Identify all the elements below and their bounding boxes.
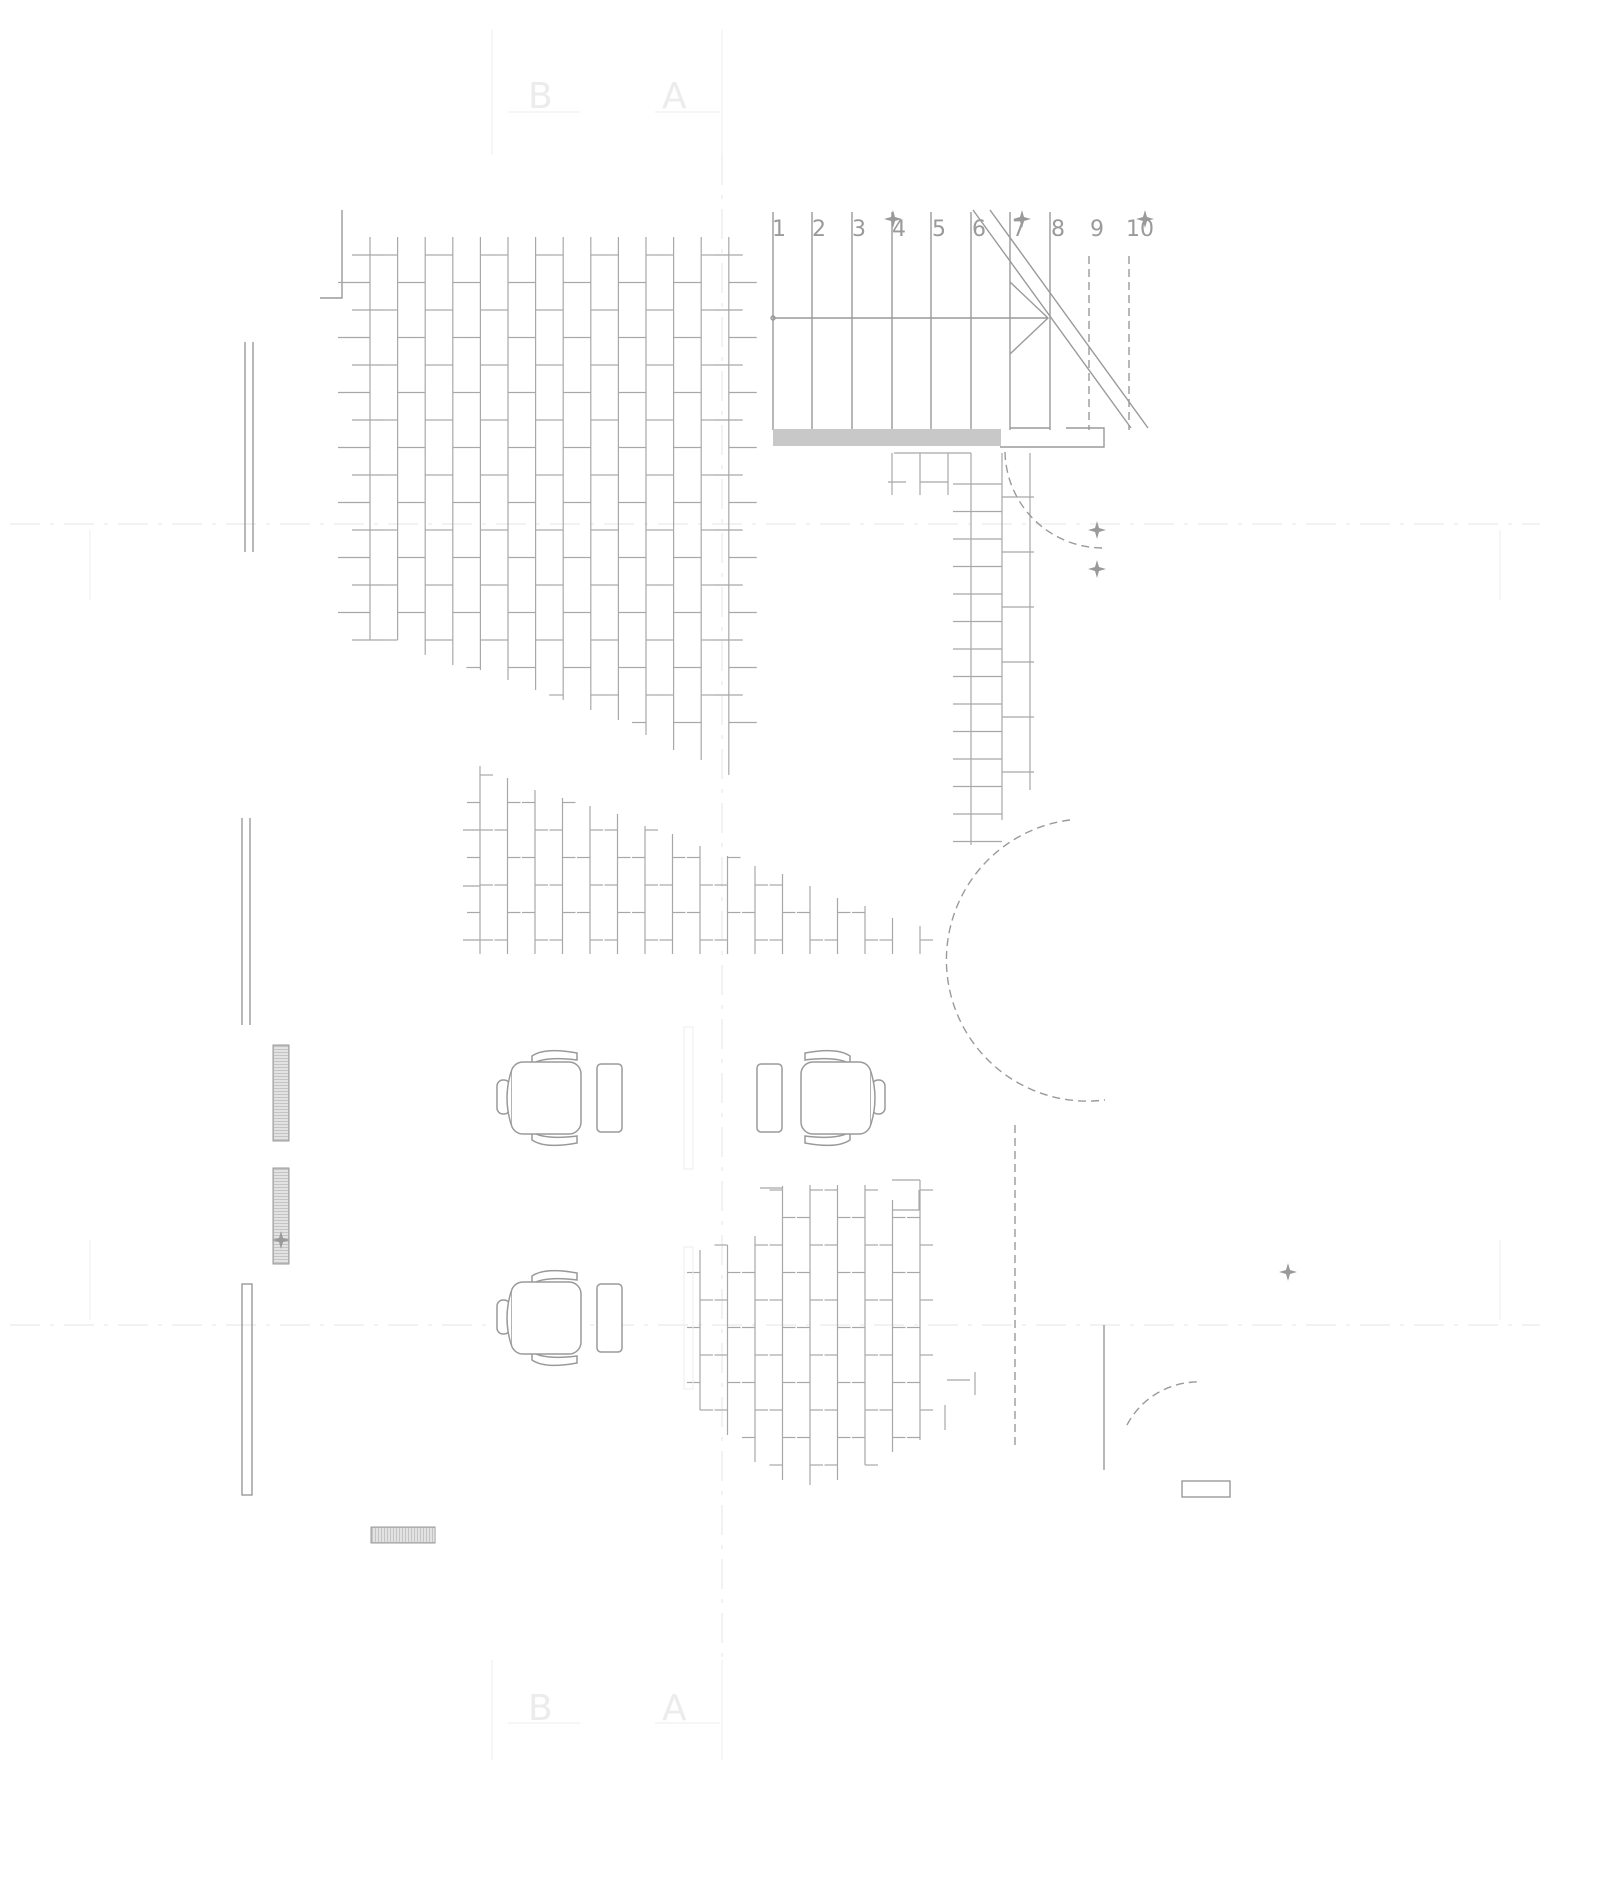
survey-marker-icon <box>884 210 902 228</box>
grid-label-1: 1 <box>772 217 786 242</box>
staircase: 1 2 3 4 5 6 7 8 9 10 <box>770 209 1154 448</box>
side-table-top-left <box>596 1063 623 1133</box>
survey-marker-icon <box>272 1231 290 1249</box>
grid-label-4: 4 <box>892 217 906 242</box>
door-sill <box>1181 1480 1231 1498</box>
landing-slab <box>773 429 1001 446</box>
axis-label-b-top: B <box>528 76 553 117</box>
survey-marker-icon <box>1088 560 1106 578</box>
grid-label-2: 2 <box>812 217 826 242</box>
reference-axes: B A B A <box>10 30 1540 1760</box>
door-swings <box>945 451 1231 1498</box>
side-table-top-right <box>756 1063 783 1133</box>
survey-markers <box>272 210 1297 1281</box>
tile-grid-upper-left <box>338 237 757 775</box>
axis-label-a-bottom: A <box>662 1688 687 1729</box>
left-walls <box>241 342 254 1496</box>
grid-label-6: 6 <box>972 217 986 242</box>
axis-label-b-bottom: B <box>528 1688 553 1729</box>
grid-label-3: 3 <box>852 217 866 242</box>
survey-marker-icon <box>1088 521 1106 539</box>
partition-lower <box>683 1246 694 1390</box>
chair-group <box>496 1026 886 1390</box>
partition-upper <box>683 1026 694 1170</box>
survey-marker-icon <box>1136 210 1154 228</box>
armchair-top-left <box>496 1049 582 1147</box>
wall-corner <box>320 210 343 299</box>
grid-label-8: 8 <box>1051 217 1065 242</box>
armchair-bottom-left <box>496 1269 582 1367</box>
tile-grid-middle <box>463 766 933 954</box>
hatched-blocks <box>272 1044 436 1544</box>
grid-label-9: 9 <box>1090 217 1104 242</box>
armchair-top-right <box>800 1049 886 1147</box>
tile-strip-right <box>888 452 1034 845</box>
grid-label-10: 10 <box>1126 217 1154 242</box>
side-table-bottom-left <box>596 1283 623 1353</box>
survey-marker-icon <box>1013 210 1031 228</box>
axis-label-a-top: A <box>662 76 687 117</box>
grid-label-5: 5 <box>932 217 946 242</box>
survey-marker-icon <box>1279 1263 1297 1281</box>
tile-grid-bottom <box>687 1179 976 1485</box>
